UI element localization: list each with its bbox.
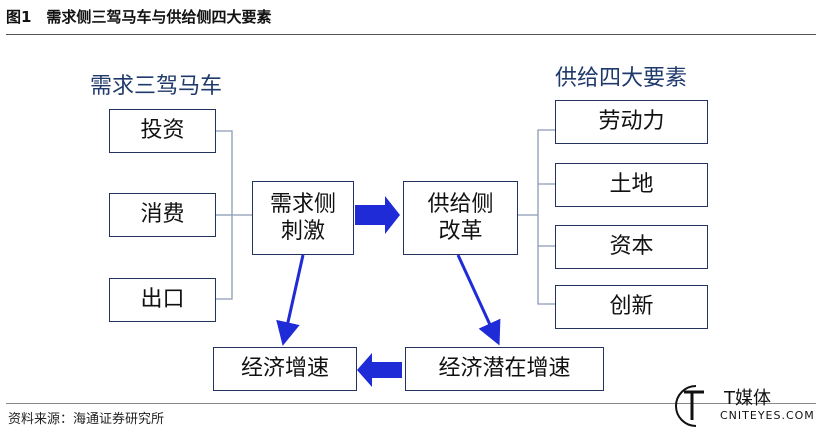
- watermark-name: T媒体: [724, 388, 771, 409]
- growth-box: 经济增速: [213, 347, 357, 391]
- supply-title: 供给四大要素: [555, 66, 688, 91]
- top-rule: [6, 34, 816, 35]
- demand-box-investment: 投资: [109, 109, 216, 153]
- demand-side-stimulus-box: 需求侧 刺激: [252, 181, 354, 255]
- source-note: 资料来源：海通证券研究所: [8, 412, 165, 427]
- demand-title: 需求三驾马车: [90, 74, 223, 99]
- potential-growth-box: 经济潜在增速: [405, 347, 604, 391]
- supply-side-line2: 改革: [438, 219, 483, 244]
- supply-box-labor: 劳动力: [555, 100, 708, 144]
- tmedia-logo-icon: [675, 385, 704, 427]
- demand-side-line2: 刺激: [280, 219, 325, 244]
- left-down-arrow: [276, 254, 305, 346]
- tmedia-watermark: T媒体 CNITEYES.COM: [670, 378, 820, 433]
- demand-box-consumption: 消费: [109, 193, 216, 237]
- supply-box-land: 土地: [555, 163, 708, 207]
- center-arrow: [355, 196, 400, 234]
- bottom-arrow: [357, 353, 402, 387]
- supply-side-line1: 供给侧: [427, 191, 494, 217]
- demand-bracket: [216, 130, 252, 300]
- supply-box-innovation: 创新: [555, 285, 708, 329]
- figure-caption: 图1 需求侧三驾马车与供给侧四大要素: [6, 8, 272, 26]
- supply-bracket: [518, 129, 555, 305]
- bottom-rule: [6, 403, 816, 404]
- demand-box-export: 出口: [109, 278, 216, 322]
- watermark-url: CNITEYES.COM: [720, 409, 815, 422]
- supply-side-reform-box: 供给侧 改革: [403, 181, 518, 255]
- supply-box-capital: 资本: [555, 225, 708, 269]
- right-down-arrow: [456, 254, 501, 346]
- demand-side-line1: 需求侧: [269, 191, 336, 217]
